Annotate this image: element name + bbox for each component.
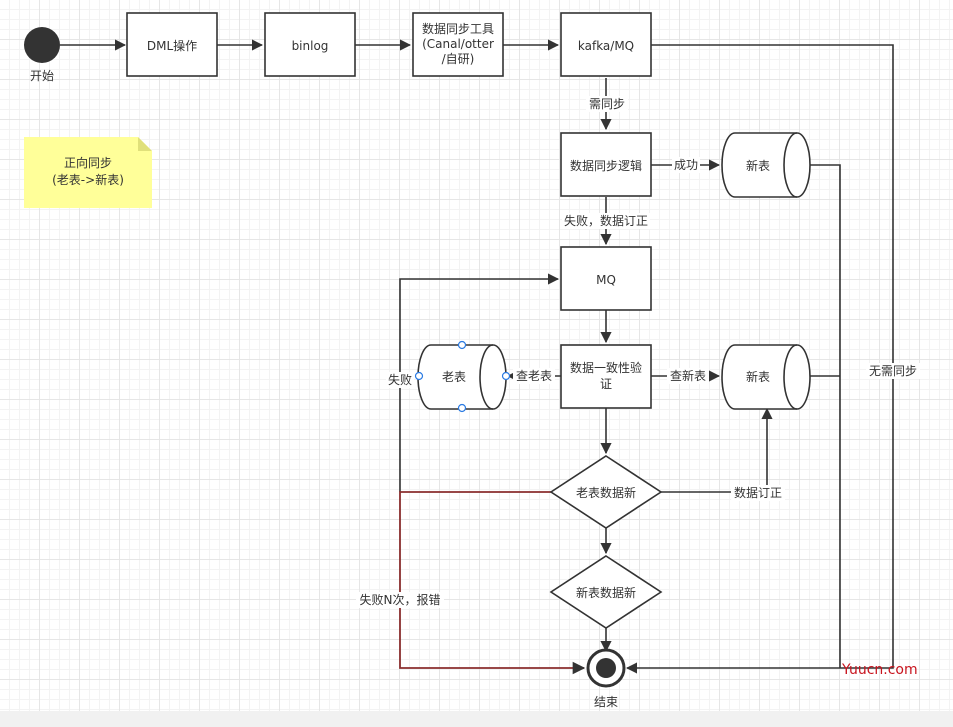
mq-label: MQ <box>596 273 616 287</box>
fail-label: 失败 <box>388 372 412 387</box>
old-table-handle-right[interactable] <box>501 371 511 381</box>
note-line-2: (老表->新表) <box>52 172 124 187</box>
check-old-label: 查老表 <box>516 369 552 383</box>
edge-newtable1-end[interactable] <box>810 164 841 668</box>
sync-tool-label-1: 数据同步工具 <box>422 21 494 36</box>
sync-logic-label: 数据同步逻辑 <box>570 158 642 173</box>
start-node[interactable] <box>24 27 60 63</box>
old-data-newer-decision[interactable] <box>549 455 663 529</box>
data-fix-label: 数据订正 <box>734 485 782 500</box>
sync-tool-label-2: (Canal/otter <box>422 37 494 51</box>
new-table-1-cylinder[interactable] <box>721 132 811 198</box>
watermark: Yuucn.com <box>842 662 918 678</box>
old-table-handle-top[interactable] <box>457 340 467 350</box>
new-table-2-label: 新表 <box>746 369 770 384</box>
no-sync-label: 无需同步 <box>869 364 917 378</box>
verify-label-2: 证 <box>600 377 612 391</box>
verify-box[interactable] <box>560 344 652 409</box>
start-label: 开始 <box>30 69 54 83</box>
new-data-newer-label: 新表数据新 <box>576 585 636 600</box>
check-new-label: 查新表 <box>670 368 706 383</box>
bottom-scroll-bar[interactable] <box>0 711 953 727</box>
kafka-label: kafka/MQ <box>578 39 634 53</box>
edge-decision-newtable-fix[interactable] <box>661 407 773 493</box>
sync-tool-box[interactable] <box>412 12 504 77</box>
old-table-cylinder[interactable] <box>417 344 507 410</box>
new-table-1-label: 新表 <box>746 158 770 173</box>
end-label: 结束 <box>594 695 618 709</box>
new-data-newer-decision[interactable] <box>549 555 663 629</box>
fail-n-times-label: 失败N次，报错 <box>360 592 441 607</box>
verify-label-1: 数据一致性验 <box>570 360 642 375</box>
edge-fail-loop-mq[interactable] <box>399 273 560 492</box>
old-table-handle-bottom[interactable] <box>457 403 467 413</box>
binlog-box[interactable] <box>264 12 356 77</box>
sync-logic-box[interactable] <box>560 132 652 197</box>
fail-fix-label: 失败，数据订正 <box>564 213 648 228</box>
dml-label: DML操作 <box>147 38 197 53</box>
binlog-label: binlog <box>292 39 329 53</box>
sync-tool-label-3: /自研) <box>442 52 475 66</box>
kafka-box[interactable] <box>560 12 652 77</box>
mq-box[interactable] <box>560 246 652 311</box>
sticky-note[interactable] <box>24 137 152 208</box>
end-node-inner <box>596 658 616 678</box>
success-label: 成功 <box>674 158 698 172</box>
old-table-handle-left[interactable] <box>414 371 424 381</box>
new-table-2-cylinder[interactable] <box>721 344 811 410</box>
need-sync-label: 需同步 <box>589 97 625 111</box>
edge-fail-n-times[interactable] <box>399 491 586 675</box>
note-line-1: 正向同步 <box>64 155 112 170</box>
old-data-newer-label: 老表数据新 <box>576 485 636 500</box>
old-table-label: 老表 <box>442 370 466 384</box>
edge-kafka-end-no-sync[interactable] <box>625 44 894 674</box>
dml-box[interactable] <box>126 12 218 77</box>
